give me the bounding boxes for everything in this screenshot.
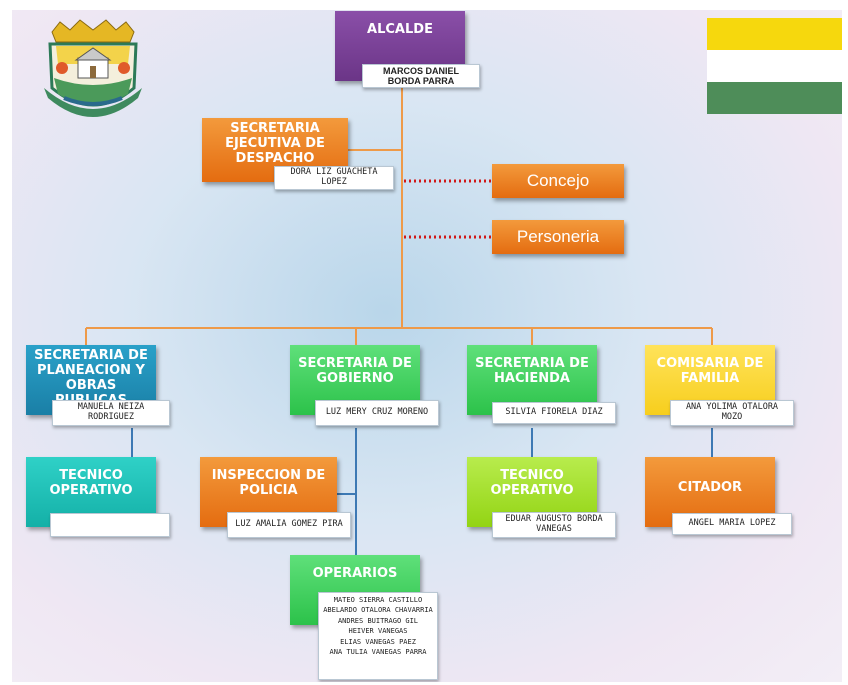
flag-stripe-yellow — [707, 18, 842, 50]
municipal-flag — [707, 18, 842, 114]
executive-secretary-title: SECRETARIA EJECUTIVA DE DESPACHO — [225, 121, 325, 166]
planning-technician-title: TECNICO OPERATIVO — [49, 468, 133, 498]
flag-stripe-white — [707, 50, 842, 82]
citador-title: CITADOR — [677, 480, 743, 495]
police-inspection-name: LUZ AMALIA GOMEZ PIRA — [227, 512, 351, 538]
treasury-technician-name: EDUAR AUGUSTO BORDA VANEGAS — [492, 512, 616, 538]
family-commission-title: COMISARIA DE FAMILIA — [656, 356, 764, 386]
planning-secretary-name: MANUELA NEIZA RODRIGUEZ — [52, 400, 170, 426]
police-inspection-title: INSPECCION DE POLICIA — [211, 468, 326, 498]
operator-name: ANDRES BUITRAGO GIL — [337, 616, 419, 625]
org-chart-canvas: ALCALDE MARCOS DANIEL BORDA PARRA SECRET… — [12, 10, 842, 682]
mayor-title: ALCALDE — [367, 22, 433, 37]
operator-name: ABELARDO OTALORA CHAVARRIA — [323, 606, 433, 615]
citador-name: ANGEL MARIA LOPEZ — [672, 513, 792, 535]
flag-stripe-green — [707, 82, 842, 114]
government-secretary-name: LUZ MERY CRUZ MORENO — [315, 400, 439, 426]
municipal-coat-of-arms — [44, 19, 142, 117]
operator-name: MATEO SIERRA CASTILLO — [333, 596, 423, 604]
treasury-secretary-name: SILVIA FIORELA DIAZ — [492, 402, 616, 424]
operator-name: ANA TULIA VANEGAS PARRA — [329, 647, 427, 656]
executive-secretary-name: DORA LIZ GUACHETA LOPEZ — [274, 166, 394, 190]
operator-name: ELIAS VANEGAS PAEZ — [340, 637, 416, 646]
treasury-secretary-title: SECRETARIA DE HACIENDA — [475, 356, 589, 386]
operator-name: HEIVER VANEGAS — [348, 627, 408, 636]
family-commission-name: ANA YOLIMA OTALORA MOZO — [670, 400, 794, 426]
operators-list: MATEO SIERRA CASTILLO ABELARDO OTALORA C… — [318, 592, 438, 680]
government-secretary-title: SECRETARIA DE GOBIERNO — [298, 356, 412, 386]
operators-title: OPERARIOS — [312, 566, 398, 581]
ombudsman-box: Personeria — [492, 220, 624, 254]
connector-lines — [85, 82, 713, 555]
mayor-name: MARCOS DANIEL BORDA PARRA — [362, 64, 480, 88]
treasury-technician-title: TECNICO OPERATIVO — [490, 468, 574, 498]
council-box: Concejo — [492, 164, 624, 198]
planning-technician-name — [50, 513, 170, 537]
